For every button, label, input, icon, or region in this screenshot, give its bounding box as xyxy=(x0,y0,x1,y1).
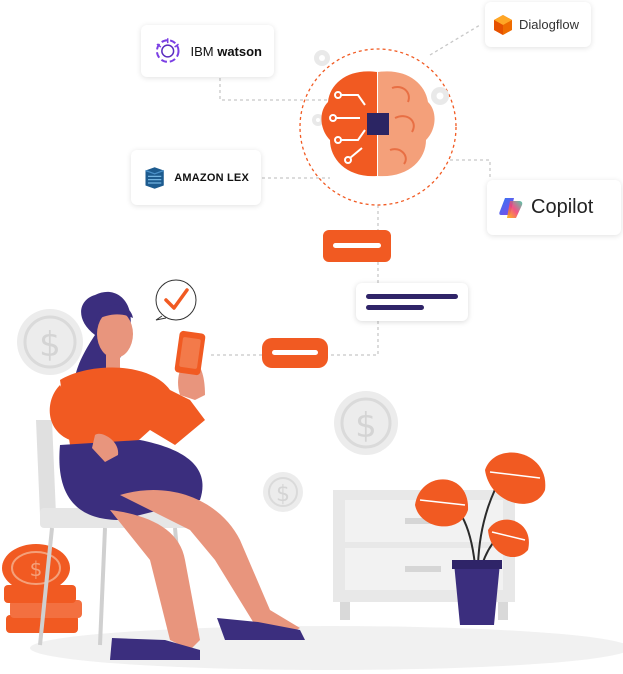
gear-icon xyxy=(312,50,449,126)
amazon-lex-logo-icon xyxy=(145,166,164,189)
svg-text:$: $ xyxy=(39,325,61,365)
copilot-label: Copilot xyxy=(531,196,594,218)
message-line xyxy=(333,243,381,248)
dialogflow-card: Dialogflow xyxy=(485,2,591,47)
dialogflow-label: Dialogflow xyxy=(519,17,579,32)
brain-chip-icon xyxy=(321,71,435,177)
chat-bubble-white xyxy=(356,283,468,321)
chat-bubble-orange-bottom xyxy=(262,338,328,368)
coin-stack: $ xyxy=(2,544,82,633)
amazon-lex-card: AMAZON LEX xyxy=(131,150,261,205)
potted-plant xyxy=(415,452,546,625)
ibm-watson-logo-icon xyxy=(155,38,180,63)
svg-text:$: $ xyxy=(30,557,43,581)
message-line xyxy=(366,294,458,299)
dollar-coin-icon: $ $ $ xyxy=(17,309,398,512)
connector-lines xyxy=(210,24,491,356)
chat-bubble-orange-top xyxy=(323,230,391,262)
brain-ring xyxy=(299,48,457,206)
dialogflow-logo-icon xyxy=(494,14,512,35)
message-line xyxy=(366,305,424,310)
ibm-watson-label: IBM watson xyxy=(190,43,262,59)
smartphone-icon xyxy=(174,330,206,376)
svg-text:$: $ xyxy=(355,406,377,446)
checkmark-icon xyxy=(155,279,197,321)
amazon-lex-label: AMAZON LEX xyxy=(174,171,249,184)
message-line xyxy=(272,350,318,355)
seated-woman xyxy=(49,291,305,660)
copilot-logo-icon xyxy=(499,197,523,218)
ibm-watson-card: IBM watson xyxy=(141,25,274,77)
copilot-card: Copilot xyxy=(487,180,621,235)
svg-text:$: $ xyxy=(276,482,290,507)
